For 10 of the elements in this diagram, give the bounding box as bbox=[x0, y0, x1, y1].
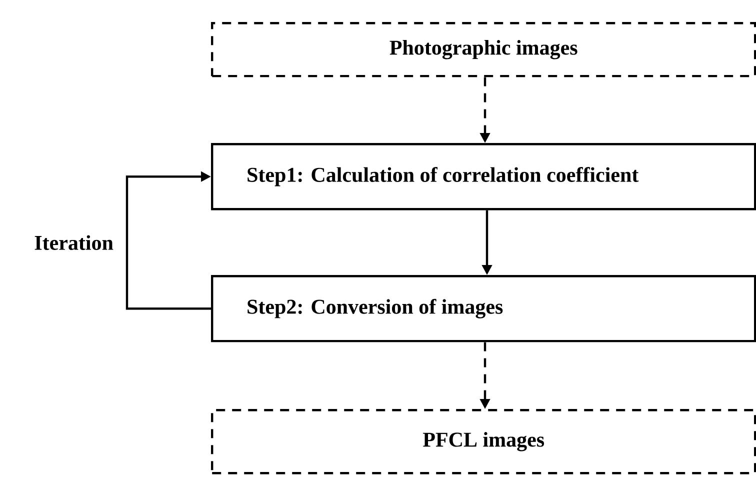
arrow bbox=[126, 171, 211, 310]
input-output-box bbox=[211, 22, 756, 78]
process-box bbox=[211, 275, 756, 342]
process-box bbox=[211, 143, 756, 210]
box-label: Step2: Conversion of images bbox=[248, 298, 503, 318]
edge-label: Iteration bbox=[34, 235, 114, 250]
box-label: Photographic images bbox=[390, 40, 578, 60]
box-label: PFCL images bbox=[423, 432, 544, 452]
box-label: Step1: Calculation of correlation coefficient bbox=[248, 166, 639, 186]
input-output-box bbox=[211, 409, 756, 474]
